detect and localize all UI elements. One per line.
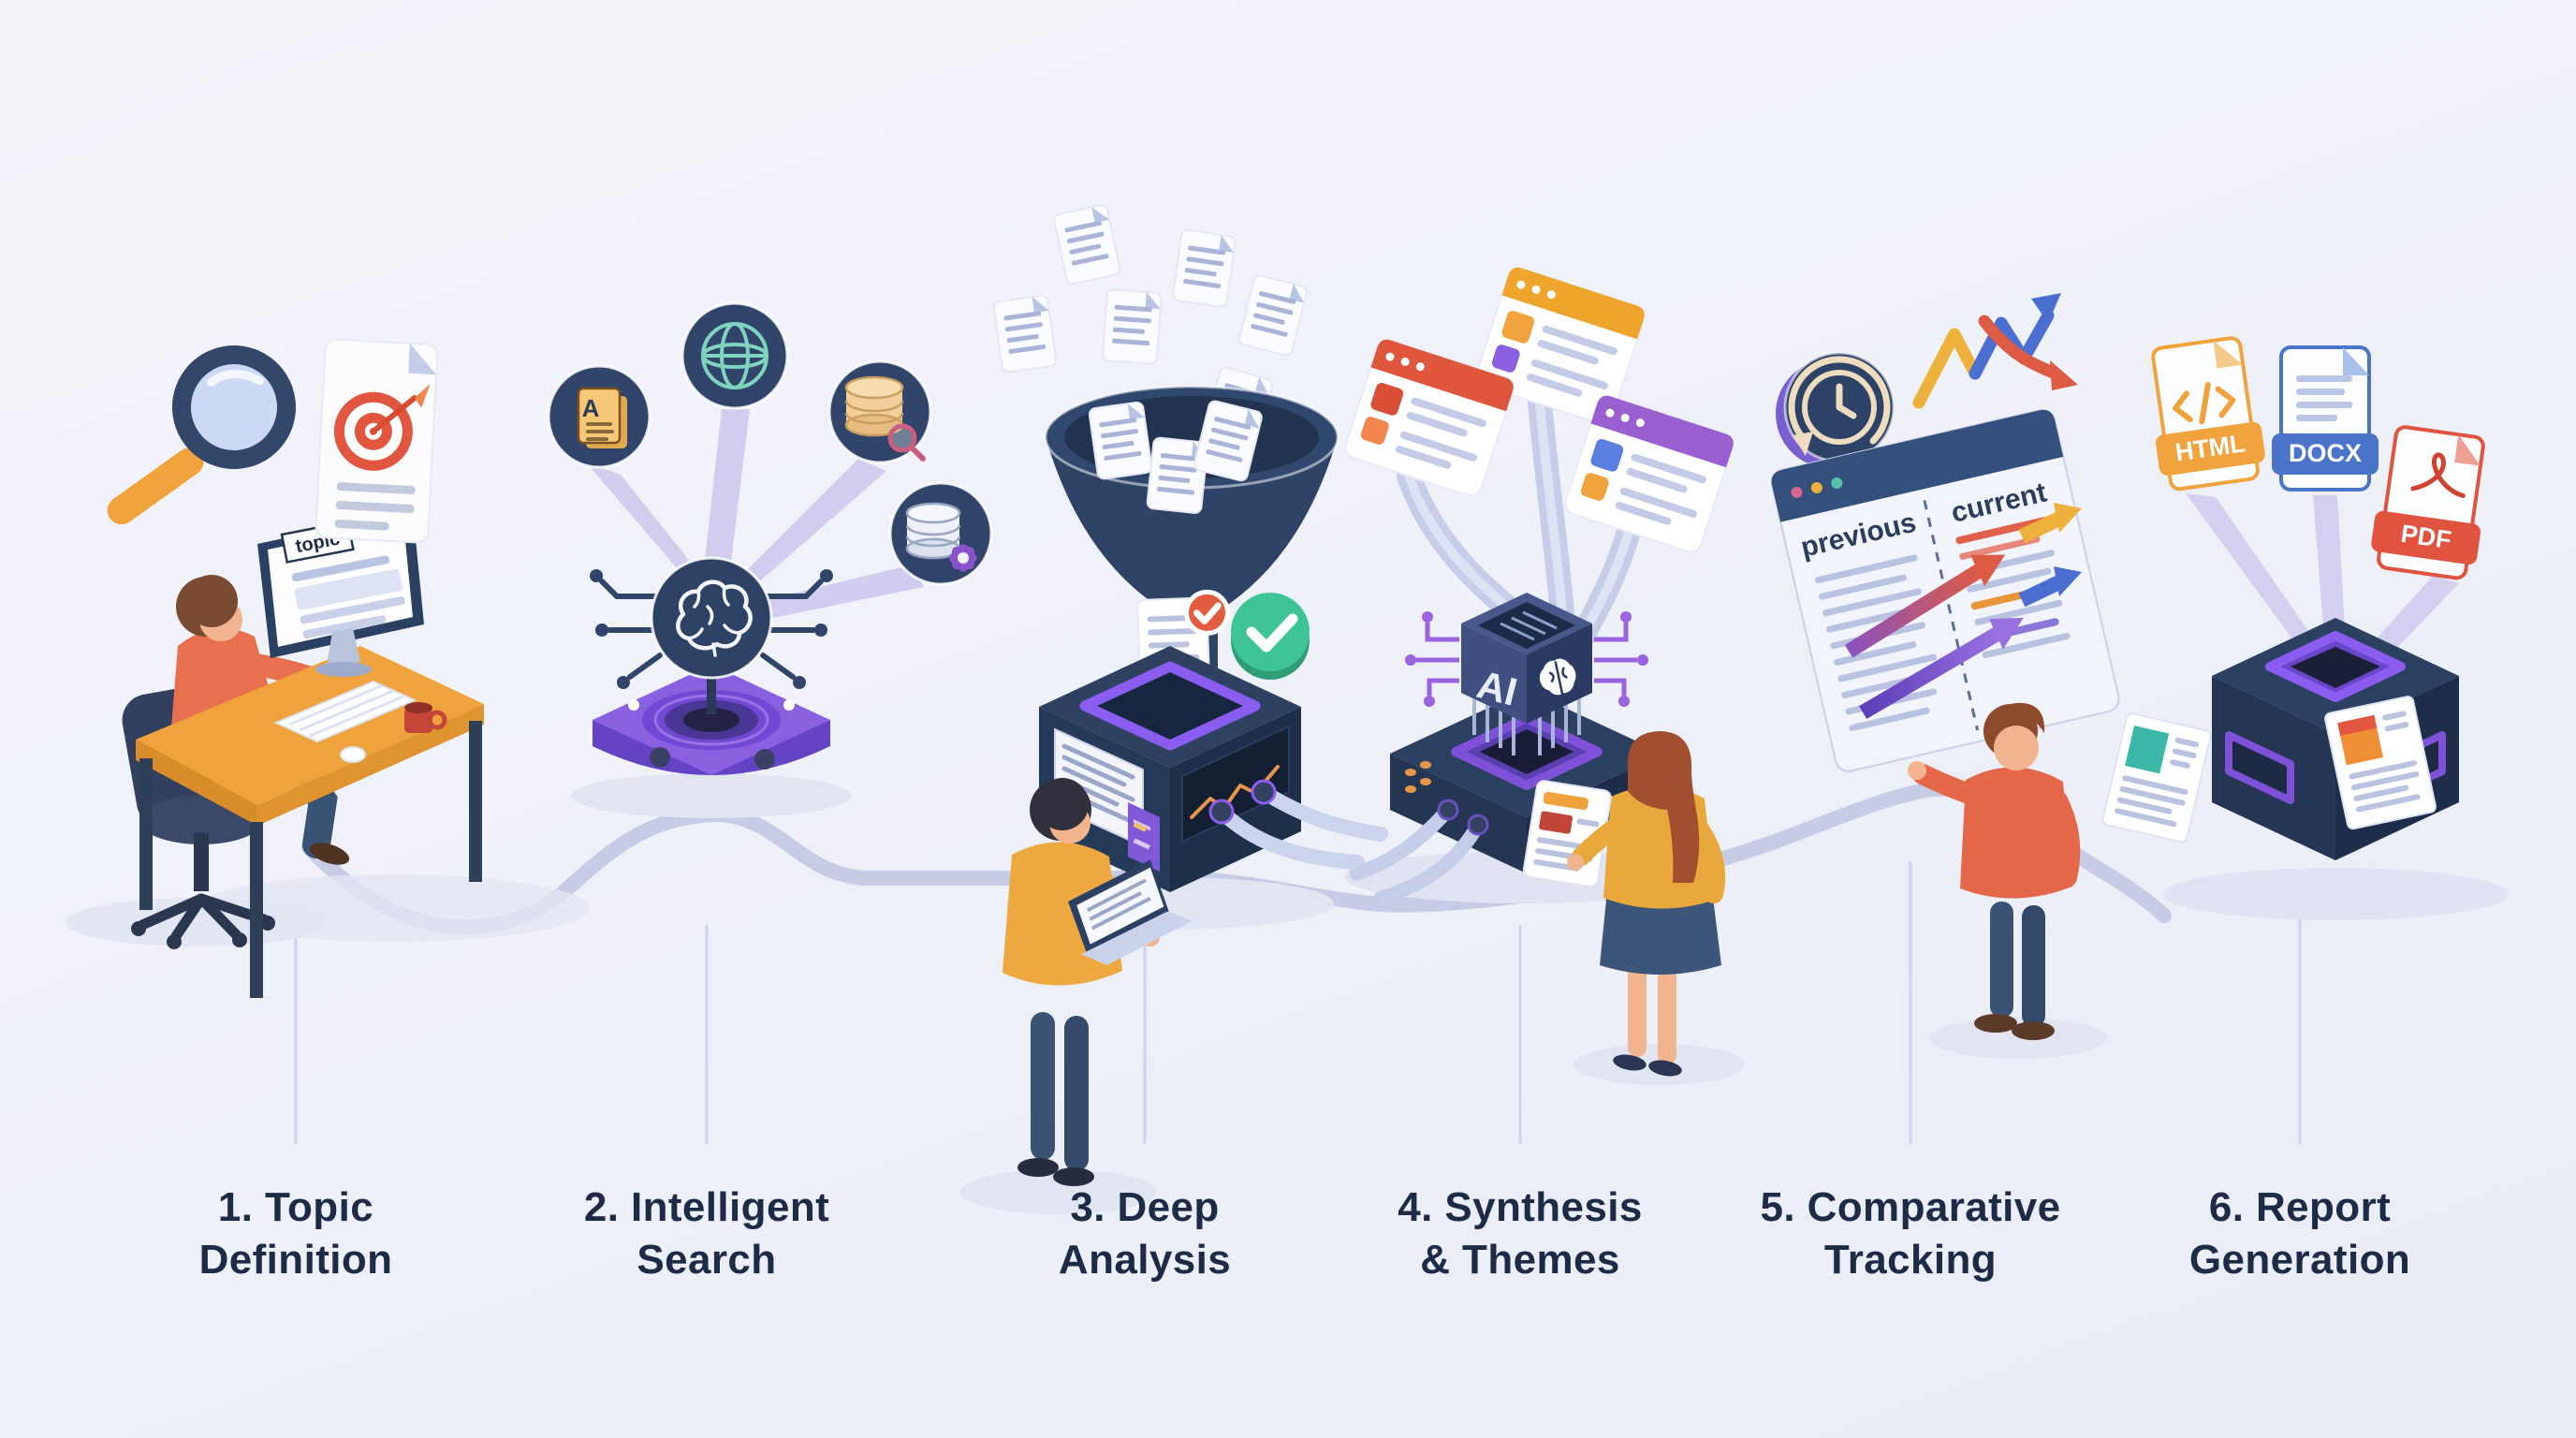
step-label-3: 3. Deep Analysis	[1059, 1181, 1231, 1287]
step-label-3-line2: Analysis	[1058, 1237, 1232, 1284]
report-document-orange	[2324, 696, 2437, 830]
docx-file-icon: DOCX	[2272, 345, 2378, 492]
brain-icon	[1539, 658, 1576, 697]
step-label-4: 4. Synthesis & Themes	[1398, 1181, 1643, 1287]
ai-brain-hub-icon	[650, 556, 773, 680]
presenter-person	[1908, 702, 2107, 1059]
bullseye-icon	[333, 383, 431, 471]
desk	[136, 646, 484, 998]
html-file-icon: HTML	[2151, 336, 2265, 492]
skirt	[1600, 885, 1721, 975]
reader-person	[1522, 731, 1746, 1085]
outgoing-arrow-blue	[2018, 566, 2082, 608]
monitor-base	[315, 662, 372, 677]
globe-icon	[681, 301, 789, 410]
hair	[1627, 731, 1700, 883]
laptop-icon	[1068, 859, 1193, 965]
step-label-2-line2: Search	[637, 1237, 777, 1284]
change-arrow-red	[1844, 554, 2006, 658]
target-document-icon	[315, 338, 439, 544]
step-label-1-line2: Definition	[198, 1237, 393, 1284]
step-3-art	[960, 204, 1388, 1214]
step-label-4-line1: 4. Synthesis	[1398, 1184, 1643, 1230]
coffee-mug	[404, 702, 447, 733]
browser-window-red	[1344, 339, 1515, 497]
output-tubes	[1208, 779, 1388, 870]
outgoing-arrow-yellow	[2018, 503, 2082, 544]
gear-icon	[949, 544, 977, 572]
label-tick-lines	[294, 861, 2302, 1144]
step-label-6-line1: 6. Report	[2208, 1184, 2392, 1230]
step-1-art: topic	[66, 338, 590, 998]
step-label-1-line1: 1. Topic	[217, 1184, 374, 1230]
chip-traces	[1416, 623, 1637, 696]
step-label-6: 6. Report Generation	[2189, 1181, 2410, 1287]
step-label-3-line1: 3. Deep	[1070, 1184, 1220, 1230]
step-label-2: 2. Intelligent Search	[584, 1181, 829, 1287]
status-strip	[1128, 802, 1160, 872]
magnifier-icon	[107, 345, 296, 525]
funnel-documents	[1088, 400, 1263, 514]
step-6-art: HTML DOCX PDF	[2101, 336, 2509, 920]
purple-platform	[571, 665, 852, 818]
step-5-art: previous current	[1770, 293, 2120, 1059]
torso	[1960, 767, 2072, 899]
pdf-banner-text: PDF	[2399, 520, 2453, 554]
analysis-cube	[1006, 589, 1388, 930]
docx-banner-text: DOCX	[2289, 439, 2362, 467]
check-badge-icon	[1231, 593, 1310, 680]
database-search-icon	[827, 360, 932, 464]
keyboard	[273, 680, 417, 743]
hub-stem	[707, 675, 716, 714]
history-clock-icon	[1776, 351, 1895, 468]
output-slot-left	[2225, 731, 2294, 804]
step-label-5: 5. Comparative Tracking	[1760, 1181, 2060, 1287]
cable-port-right	[754, 749, 775, 770]
database-gear-icon	[888, 481, 993, 586]
analyst-with-laptop	[960, 778, 1193, 1214]
person-shoe	[309, 843, 350, 865]
comparison-panel: previous current	[1770, 409, 2120, 772]
pdf-file-icon: PDF	[2371, 425, 2485, 580]
step-label-4-line2: & Themes	[1420, 1237, 1620, 1284]
brain-icon	[676, 580, 753, 657]
screen-content-lines	[291, 555, 405, 639]
article-letter: A	[582, 394, 600, 422]
step-label-1: 1. Topic Definition	[199, 1181, 393, 1287]
intake-rim	[1079, 661, 1261, 751]
mouse	[340, 746, 366, 763]
cable-port-left	[650, 747, 670, 768]
browser-window-amber	[1475, 267, 1646, 425]
step-label-2-line1: 2. Intelligent	[583, 1184, 830, 1230]
step-label-5-line2: Tracking	[1823, 1237, 1998, 1284]
step-4-art: AI	[1344, 267, 1746, 1085]
article-a-icon: A	[547, 364, 651, 469]
monitor-icon: topic	[257, 510, 424, 677]
circuit-arms	[599, 579, 824, 680]
browser-window-purple	[1564, 395, 1734, 553]
report-document-teal	[2101, 712, 2212, 844]
step-label-6-line2: Generation	[2188, 1237, 2411, 1284]
trend-arrows-icon	[1912, 293, 2078, 409]
step-2-art: A	[547, 301, 993, 818]
ai-chip-icon: AI	[1405, 593, 1648, 756]
change-arrow-purple	[1859, 617, 2024, 719]
step-label-5-line1: 5. Comparative	[1760, 1184, 2061, 1230]
circuit-dots	[590, 569, 833, 689]
trace-dots	[1405, 611, 1648, 707]
person-hair-top	[185, 575, 238, 627]
monitor-stand	[327, 628, 360, 666]
